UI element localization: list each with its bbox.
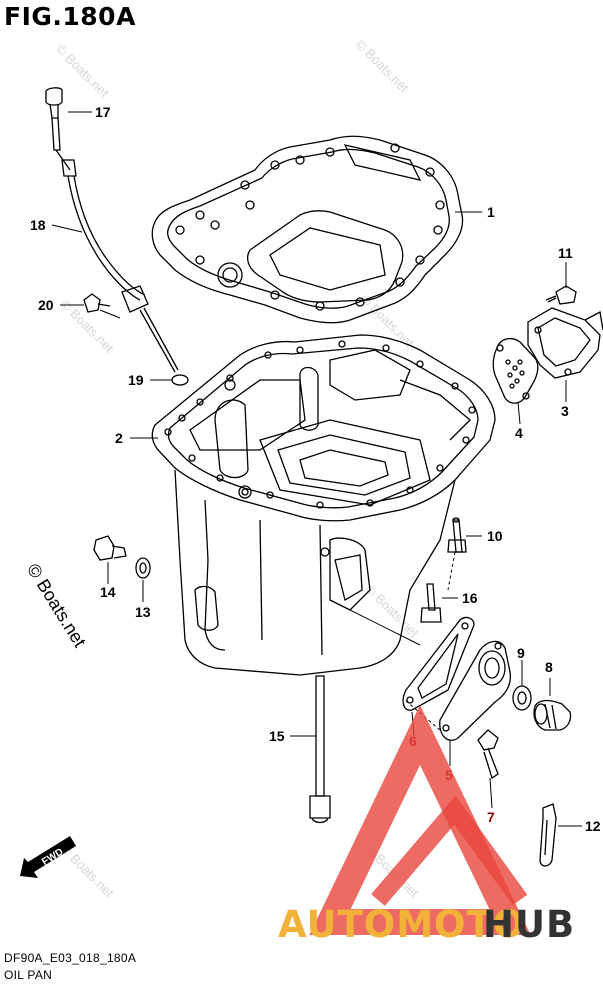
part-drain-plug [533,699,572,731]
part-bolt-7 [477,729,499,780]
part-washer-9 [512,685,532,711]
part-bolt-11 [545,285,577,305]
part-strainer-housing [527,307,603,379]
part-bolt-16 [420,583,442,623]
callout-18: 18 [30,217,46,233]
part-drain-housing [439,640,511,741]
automotohub-logo: AUTOMOTO HUB [278,705,575,946]
callout-15: 15 [269,728,285,744]
callout-17: 17 [95,104,111,120]
part-bolt-20 [83,293,111,313]
callout-2: 2 [115,430,123,446]
callout-7: 7 [487,809,495,825]
callout-8: 8 [545,659,553,675]
part-clip-12 [539,803,557,867]
callout-13: 13 [135,604,151,620]
figure-title: FIG.180A [4,2,136,31]
callout-19: 19 [128,372,144,388]
callout-9: 9 [517,645,525,661]
logo-text-automoto: AUTOMOTO [278,903,525,946]
part-dipstick [45,87,179,373]
callout-12: 12 [585,818,601,834]
callout-20: 20 [38,297,54,313]
part-oring-19 [171,374,189,386]
callout-3: 3 [561,403,569,419]
callout-16: 16 [462,590,478,606]
figure-code: DF90A_E03_018_180A [4,951,137,965]
part-gasket [151,135,464,324]
part-long-bolt-15 [309,675,331,824]
part-drain-gasket [402,616,475,711]
part-plug-14 [93,535,127,561]
callout-1: 1 [487,204,495,220]
part-strainer-plate [492,337,539,404]
part-washer-13 [135,557,151,579]
part-bolt-10 [447,517,467,553]
leader-lines [51,111,582,827]
figure-name: OIL PAN [4,968,53,982]
callout-10: 10 [487,528,503,544]
callout-4: 4 [515,425,523,441]
part-oil-pan [151,334,496,676]
logo-text-hub: HUB [483,903,575,946]
watermark-2: © Boats.net [353,37,412,96]
callout-11: 11 [558,245,573,261]
callout-14: 14 [100,584,116,600]
watermark-group: © Boats.net © Boats.net © Boats.net © Bo… [53,37,422,901]
